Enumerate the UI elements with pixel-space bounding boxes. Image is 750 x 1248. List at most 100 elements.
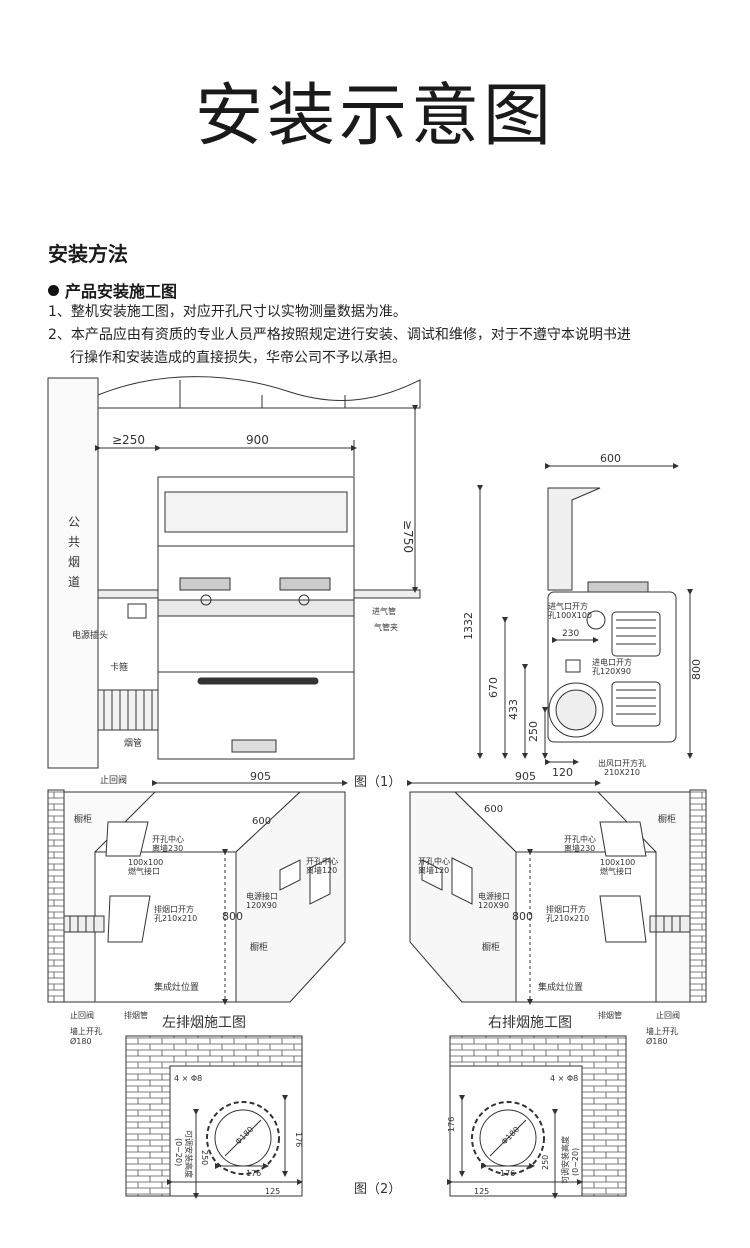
power-hole-label-2: 孔120X90: [592, 667, 631, 676]
dim-250: ≥250: [112, 433, 145, 447]
power-plug-label: 电源插头: [72, 629, 108, 641]
left-adj-1: 可调安装高度: [184, 1130, 194, 1178]
right-d176-h: 176: [500, 1169, 515, 1178]
left-exhaust-2: 孔210x210: [154, 914, 197, 923]
outlet-hole-label-1: 出风口开方孔: [598, 758, 646, 768]
fig2-wall-hole-labels: 4 × Φ8 4 × Φ8 Φ180 Φ180 176 176 125 176 …: [174, 1074, 580, 1197]
right-stove-pos: 集成灶位置: [538, 981, 583, 993]
left-wall-120-1: 开孔中心: [306, 856, 338, 866]
note-3: 行操作和安装造成的直接损失，华帝公司不予以承担。: [70, 350, 406, 366]
right-d176-v: 176: [447, 1117, 456, 1132]
left-gas-port-2: 燃气接口: [128, 866, 160, 876]
left-adj-2: (0~20): [174, 1138, 183, 1166]
left-gas-center-2: 离墙230: [152, 843, 183, 853]
right-power-port-2: 120X90: [478, 901, 509, 910]
fig2-right-iso: [407, 780, 707, 1005]
right-exhaust-2: 孔210x210: [546, 914, 589, 923]
right-d250: 250: [541, 1155, 550, 1170]
clip-label: 卡箍: [110, 661, 128, 673]
right-wall-120-1: 开孔中心: [418, 856, 450, 866]
right-gas-center-2: 离墙230: [564, 843, 595, 853]
dim-433: 433: [507, 699, 520, 720]
right-dim-905: 905: [515, 770, 536, 783]
left-cabinet-label: 橱柜: [74, 813, 92, 825]
right-wall-hole-2: Ø180: [646, 1036, 668, 1046]
fig1-side-view: [477, 463, 693, 765]
dim-600: 600: [600, 452, 621, 465]
right-adj-1: 可调安装高度: [560, 1136, 570, 1184]
right-dim-600: 600: [484, 804, 503, 815]
pipe-clamp-label: 气管夹: [374, 622, 398, 632]
outlet-hole-label-2: 210X210: [604, 768, 640, 777]
note-2: 2、本产品应由有资质的专业人员严格按照规定进行安装、调试和维修，对于不遵守本说明…: [48, 327, 631, 343]
check-valve-label: 止回阀: [100, 774, 127, 786]
left-exhaust-1: 排烟口开方: [154, 904, 194, 914]
dim-670: 670: [487, 677, 500, 698]
dim-120: 120: [552, 766, 573, 779]
left-cabinet-label-2: 橱柜: [250, 941, 268, 953]
left-d176-v: 176: [294, 1132, 303, 1147]
fig1-front-labels: ≥250 900 ≥750 公 共 烟 道 电源插头 卡箍 烟管 止回阀 进气管…: [68, 433, 415, 786]
left-d250: 250: [200, 1150, 209, 1165]
bullet-icon: [48, 285, 59, 296]
power-hole-label-1: 进电口开方: [592, 657, 632, 667]
left-bolt: 4 × Φ8: [174, 1074, 202, 1083]
subsection-label: 产品安装施工图: [65, 282, 178, 301]
dim-side-250: 250: [527, 721, 540, 742]
dim-900: 900: [246, 433, 269, 447]
flue-char-2: 共: [68, 535, 80, 549]
left-d125: 125: [265, 1187, 280, 1196]
left-check-label: 止回阀: [70, 1010, 94, 1020]
gas-hole-label-2: 孔100X100: [548, 611, 592, 620]
fig2-caption: 图（2）: [354, 1182, 401, 1197]
public-flue: [47, 377, 99, 769]
right-wall-120-2: 离墙120: [418, 865, 449, 875]
fig1-caption: 图（1）: [354, 775, 401, 790]
right-gas-center-1: 开孔中心: [564, 834, 596, 844]
left-pipe-label: 排烟管: [124, 1010, 148, 1020]
right-exhaust-title: 右排烟施工图: [488, 1015, 572, 1031]
pipe-label: 烟管: [124, 737, 142, 749]
right-bolt: 4 × Φ8: [550, 1074, 578, 1083]
left-wall-hole-2: Ø180: [70, 1036, 92, 1046]
fig2-iso-labels: 905 905 600 600 800 800 橱柜 橱柜 橱柜 橱柜 集成灶位…: [70, 770, 680, 1046]
fig2-right-wall-hole: [447, 1035, 627, 1199]
right-cabinet-label: 橱柜: [658, 813, 676, 825]
upper-cabinet: [97, 376, 421, 409]
dim-800: 800: [690, 659, 703, 680]
flue-char-3: 烟: [68, 555, 80, 569]
subsection-heading: 产品安装施工图: [48, 278, 177, 302]
right-d125: 125: [474, 1187, 489, 1196]
right-exhaust-1: 排烟口开方: [546, 904, 586, 914]
fig1-side-labels: 600 1332 670 433 250 800 230 120 进气口开方 孔…: [354, 452, 703, 790]
right-adj-2: (0~20): [571, 1148, 580, 1176]
dim-750: ≥750: [401, 520, 415, 553]
right-pipe-label: 排烟管: [598, 1010, 622, 1020]
left-dim-800: 800: [222, 910, 243, 923]
flue-char-1: 公: [68, 515, 80, 529]
left-dim-905: 905: [250, 770, 271, 783]
fig2-left-iso: [47, 780, 348, 1005]
flue-char-4: 道: [68, 575, 80, 589]
left-wall-120-2: 离墙120: [306, 865, 337, 875]
right-cabinet-label-2: 橱柜: [482, 941, 500, 953]
section-heading: 安装方法: [48, 242, 128, 266]
left-power-port-2: 120X90: [246, 901, 277, 910]
right-dim-800: 800: [512, 910, 533, 923]
left-power-port-1: 电源接口: [246, 891, 278, 901]
left-dim-600: 600: [252, 816, 271, 827]
gas-hole-label-1: 进气口开方: [548, 601, 588, 611]
right-wall-hole-1: 墙上开孔: [646, 1026, 678, 1036]
right-check-label: 止回阀: [656, 1010, 680, 1020]
dim-230: 230: [562, 629, 579, 639]
page-title: 安装示意图: [194, 77, 555, 156]
right-gas-port-2: 燃气接口: [600, 866, 632, 876]
left-d176-h: 176: [246, 1169, 261, 1178]
left-stove-pos: 集成灶位置: [154, 981, 199, 993]
dim-1332: 1332: [462, 612, 475, 640]
left-gas-center-1: 开孔中心: [152, 834, 184, 844]
left-gas-port-1: 100x100: [128, 858, 163, 867]
right-power-port-1: 电源接口: [478, 891, 510, 901]
right-gas-port-1: 100x100: [600, 858, 635, 867]
